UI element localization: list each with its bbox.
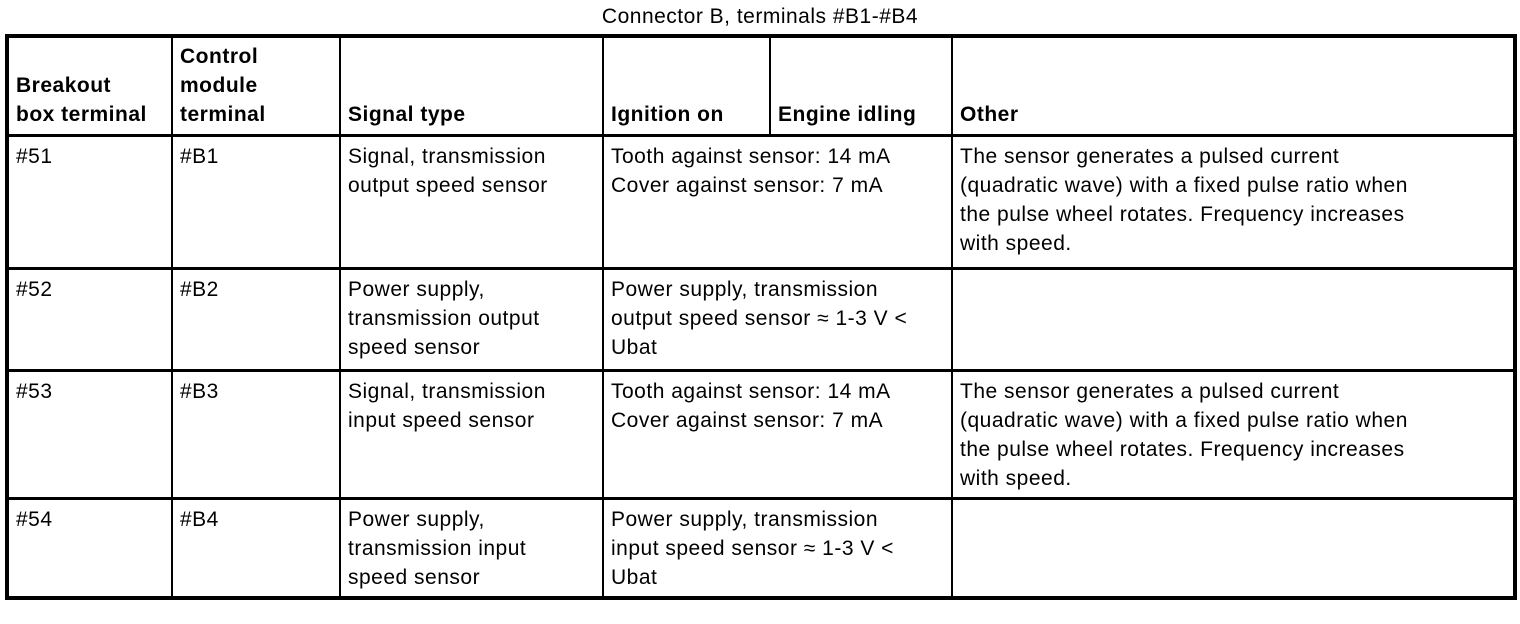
cell-control-module-terminal: #B1 xyxy=(171,134,341,270)
column-header-engine-idling: Engine idling xyxy=(769,34,953,137)
page-title: Connector B, terminals #B1-#B4 xyxy=(601,5,919,28)
column-header-control-module-terminal: Control module terminal xyxy=(171,34,341,137)
cell-breakout-box-terminal: #54 xyxy=(6,497,173,600)
cell-other: The sensor generates a pulsed current (q… xyxy=(951,369,1516,500)
cell-signal-type: Power supply, transmission input speed s… xyxy=(339,497,604,600)
cell-other: The sensor generates a pulsed current (q… xyxy=(951,134,1516,270)
column-header-ignition-on: Ignition on xyxy=(602,34,771,137)
cell-ignition-on-engine-idling: Tooth against sensor: 14 mA Cover agains… xyxy=(602,369,953,500)
table-row-b2: #52 #B2 Power supply, transmission outpu… xyxy=(6,267,1516,372)
cell-ignition-on-engine-idling: Tooth against sensor: 14 mA Cover agains… xyxy=(602,134,953,270)
connector-b-terminal-table: Breakout box terminal Control module ter… xyxy=(5,34,1517,600)
cell-control-module-terminal: #B4 xyxy=(171,497,341,600)
cell-breakout-box-terminal: #53 xyxy=(6,369,173,500)
cell-breakout-box-terminal: #51 xyxy=(6,134,173,270)
cell-ignition-on-engine-idling: Power supply, transmission output speed … xyxy=(602,267,953,372)
table-row-b1: #51 #B1 Signal, transmission output spee… xyxy=(6,134,1516,270)
cell-control-module-terminal: #B3 xyxy=(171,369,341,500)
cell-other xyxy=(951,497,1516,600)
column-header-other: Other xyxy=(951,34,1516,137)
cell-signal-type: Signal, transmission output speed sensor xyxy=(339,134,604,270)
column-header-signal-type: Signal type xyxy=(339,34,604,137)
table-row-b4: #54 #B4 Power supply, transmission input… xyxy=(6,497,1516,600)
column-header-breakout-box-terminal: Breakout box terminal xyxy=(6,34,173,137)
cell-other xyxy=(951,267,1516,372)
cell-signal-type: Signal, transmission input speed sensor xyxy=(339,369,604,500)
table-header-row: Breakout box terminal Control module ter… xyxy=(6,34,1516,137)
cell-breakout-box-terminal: #52 xyxy=(6,267,173,372)
cell-control-module-terminal: #B2 xyxy=(171,267,341,372)
cell-signal-type: Power supply, transmission output speed … xyxy=(339,267,604,372)
table-row-b3: #53 #B3 Signal, transmission input speed… xyxy=(6,369,1516,500)
cell-ignition-on-engine-idling: Power supply, transmission input speed s… xyxy=(602,497,953,600)
